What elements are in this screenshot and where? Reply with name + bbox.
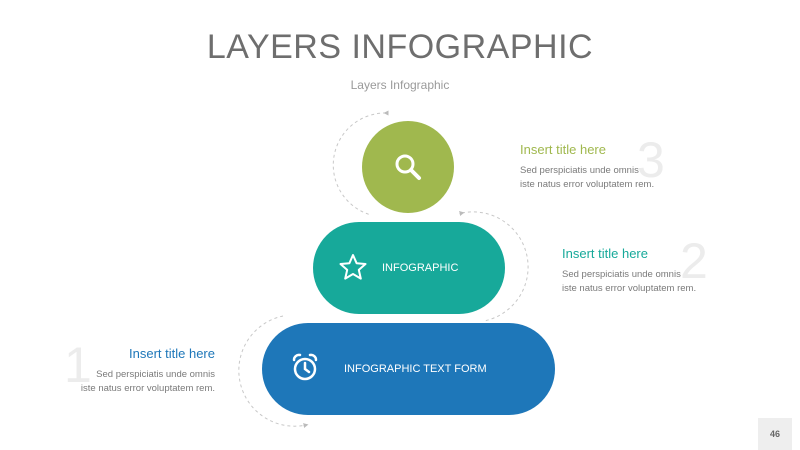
arc-mid [459, 211, 529, 322]
text-block-1-desc-2: iste natus error voluptatem rem. [80, 383, 215, 394]
step-number-2: 2 [680, 233, 708, 289]
search-icon [395, 154, 421, 180]
layer-bottom-label: INFOGRAPHIC TEXT FORM [344, 363, 487, 375]
text-block-1-title: Insert title here [129, 346, 215, 361]
star-icon [339, 254, 367, 280]
layer-middle-pill: INFOGRAPHIC [313, 222, 505, 314]
text-block-2-desc-1: Sed perspiciatis unde omnis [562, 269, 681, 280]
page-number-badge: 46 [758, 418, 792, 450]
slide-title: LAYERS INFOGRAPHIC [206, 28, 594, 66]
text-block-1-desc-1: Sed perspiciatis unde omnis [96, 369, 215, 380]
text-block-2-desc-2: iste natus error voluptatem rem. [562, 283, 697, 294]
slide-subtitle: Layers Infographic [350, 78, 450, 92]
text-block-3-title: Insert title here [520, 142, 606, 157]
text-block-1: Insert title here Sed perspiciatis unde … [60, 346, 215, 396]
text-block-2: Insert title here Sed perspiciatis unde … [562, 246, 696, 296]
layer-top-circle [362, 121, 454, 213]
arc-top [332, 110, 389, 216]
arc-bot [238, 315, 309, 428]
layer-middle-label: INFOGRAPHIC [382, 262, 459, 274]
text-block-3: Insert title here Sed perspiciatis unde … [520, 142, 654, 192]
step-number-3: 3 [637, 132, 665, 188]
layer-bottom-pill: INFOGRAPHIC TEXT FORM [262, 323, 555, 415]
step-number-1: 1 [64, 337, 92, 393]
alarm-clock-icon [292, 353, 318, 381]
text-block-3-desc-1: Sed perspiciatis unde omnis [520, 165, 639, 176]
text-block-2-title: Insert title here [562, 246, 648, 261]
text-block-3-desc-2: iste natus error voluptatem rem. [520, 179, 655, 190]
